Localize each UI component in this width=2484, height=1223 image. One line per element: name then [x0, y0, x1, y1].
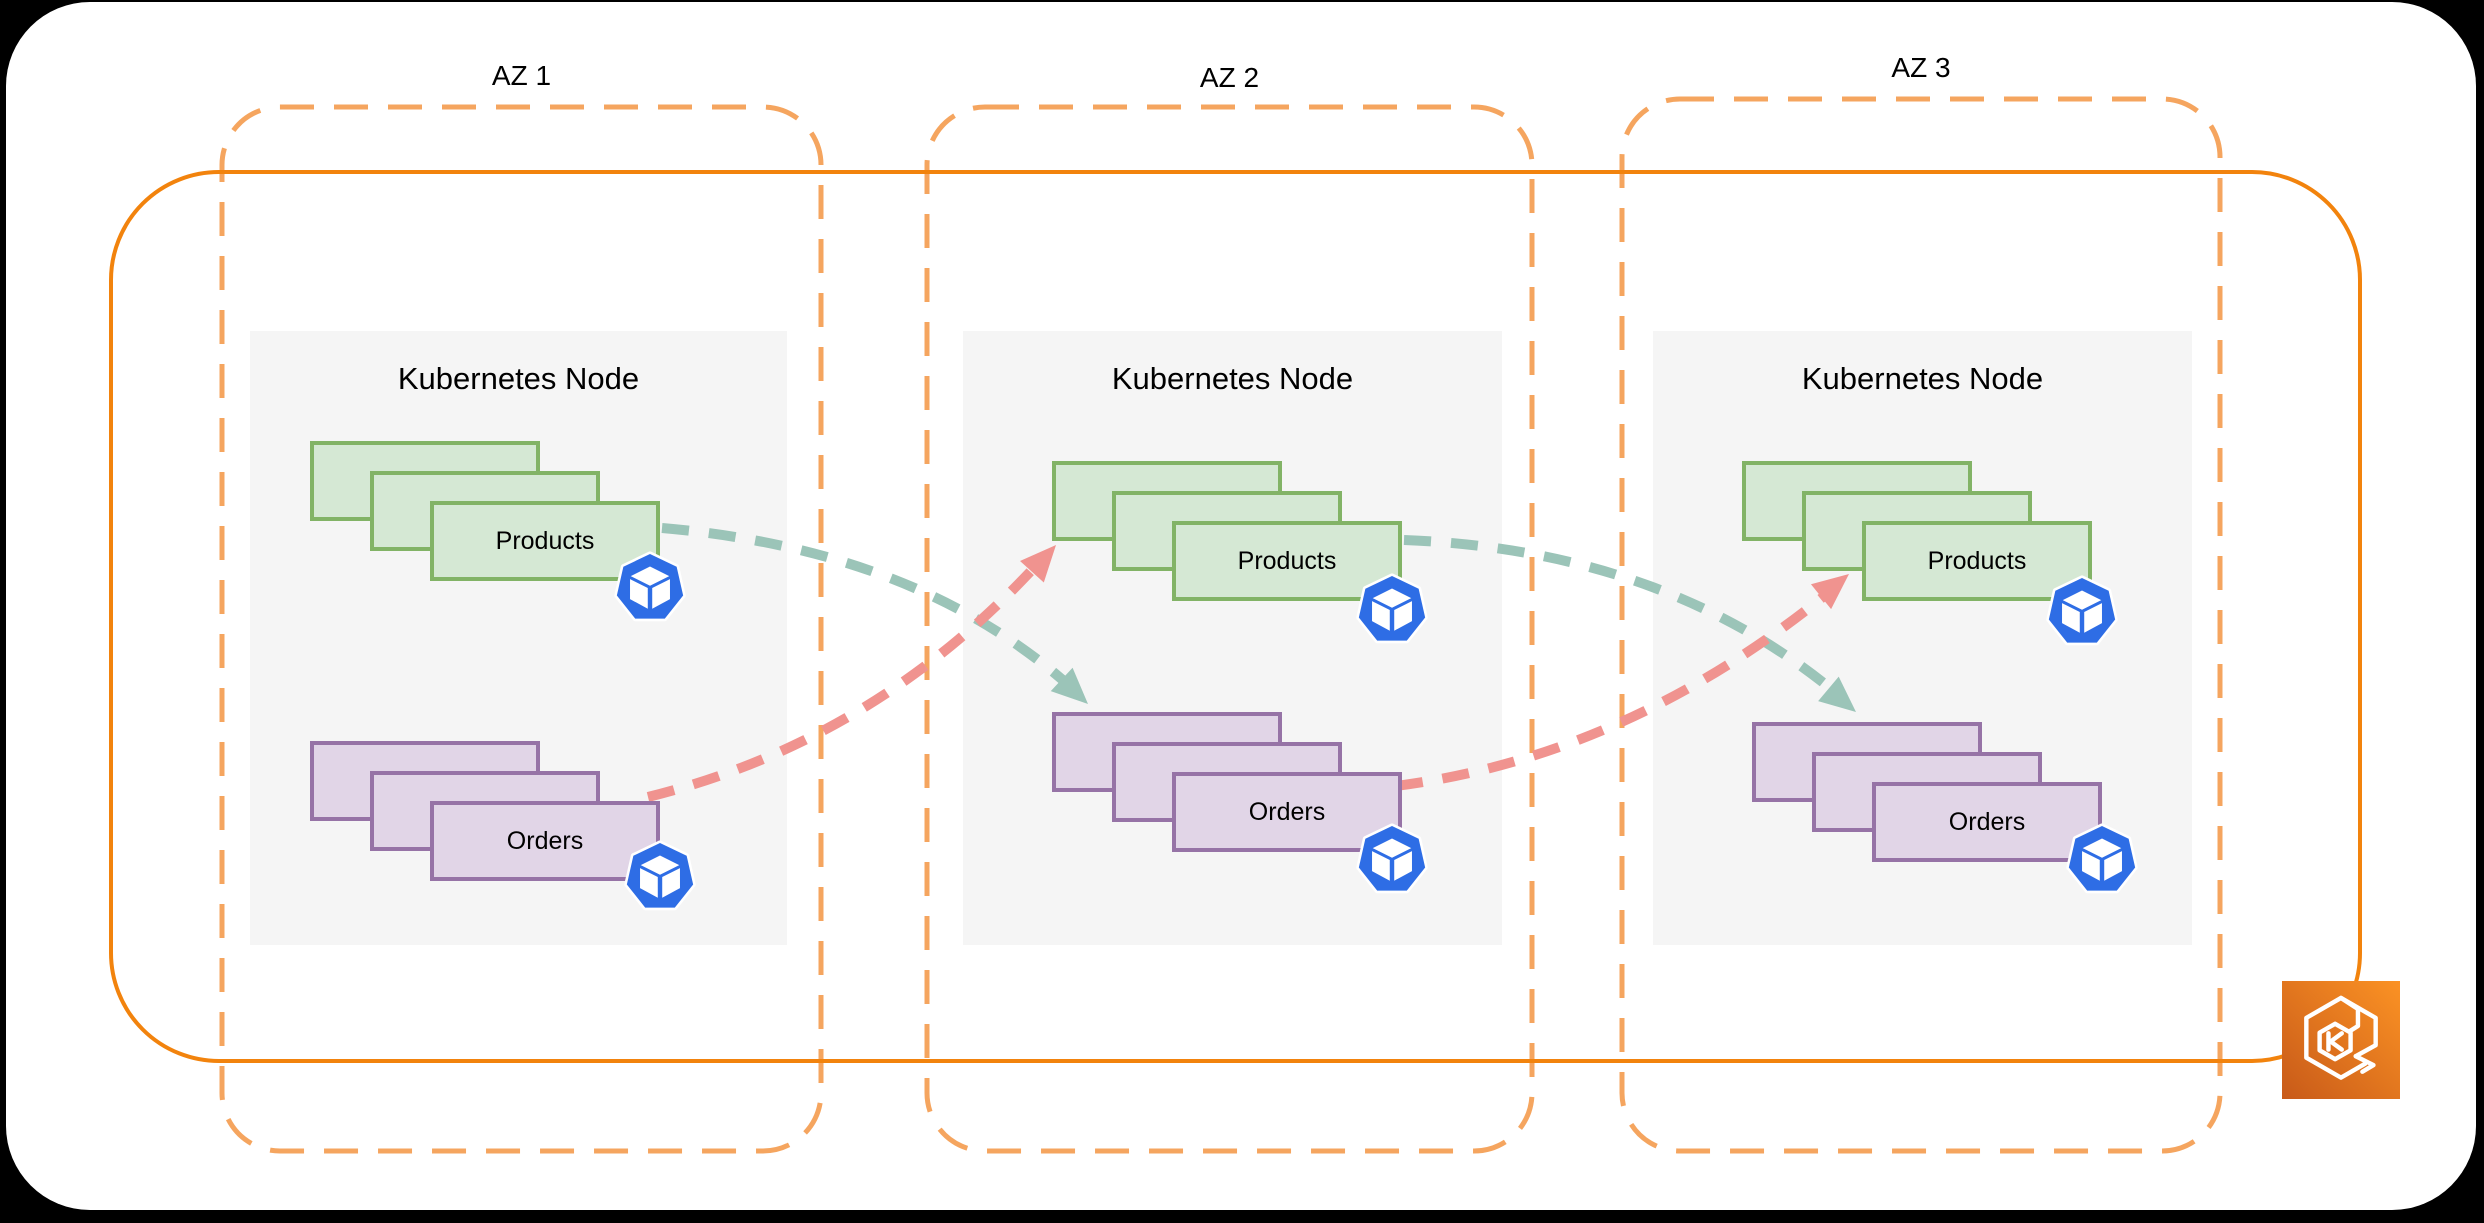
orders-label: Orders — [1248, 797, 1326, 826]
products-label: Products — [1927, 546, 2027, 575]
arrowhead-icon — [1020, 545, 1056, 583]
kubernetes-node-title: Kubernetes Node — [1801, 361, 2044, 396]
kubernetes-pod-icon — [2066, 823, 2138, 894]
az1-dashed-boundary — [219, 104, 824, 1154]
orders-pod-box: Orders — [430, 801, 660, 881]
eks-cluster-boundary — [109, 170, 2362, 1063]
arrow-products-az1-to-orders-az2 — [661, 523, 1078, 694]
az-label-1: AZ 1 — [491, 60, 552, 91]
az-label-2: AZ 2 — [1199, 62, 1260, 93]
kubernetes-pod-icon — [1356, 573, 1428, 644]
arrowhead-icon — [1810, 574, 1849, 610]
arrow-orders-az2-to-products-az3 — [1395, 584, 1838, 791]
kubernetes-pod-icon — [614, 551, 686, 622]
arrowhead-icon — [1818, 676, 1856, 712]
kubernetes-pod-icon — [1356, 823, 1428, 894]
arrow-orders-az1-to-products-az2 — [646, 555, 1046, 802]
orders-pod-box: Orders — [1872, 782, 2102, 862]
az3-dashed-boundary — [1619, 96, 2223, 1154]
az2-dashed-boundary — [924, 104, 1535, 1154]
arrow-products-az2-to-orders-az3 — [1403, 535, 1846, 702]
products-label: Products — [495, 526, 595, 555]
arrowhead-icon — [1050, 667, 1088, 704]
orders-label: Orders — [1948, 807, 2026, 836]
kubernetes-node-title: Kubernetes Node — [397, 361, 640, 396]
orders-label: Orders — [506, 826, 584, 855]
kubernetes-node-title: Kubernetes Node — [1111, 361, 1354, 396]
amazon-eks-icon — [2282, 981, 2400, 1099]
az-label-3: AZ 3 — [1891, 52, 1951, 83]
products-label: Products — [1237, 546, 1337, 575]
products-pod-box: Products — [1862, 521, 2092, 601]
kubernetes-pod-icon — [2046, 575, 2118, 646]
kubernetes-pod-icon — [624, 840, 696, 911]
